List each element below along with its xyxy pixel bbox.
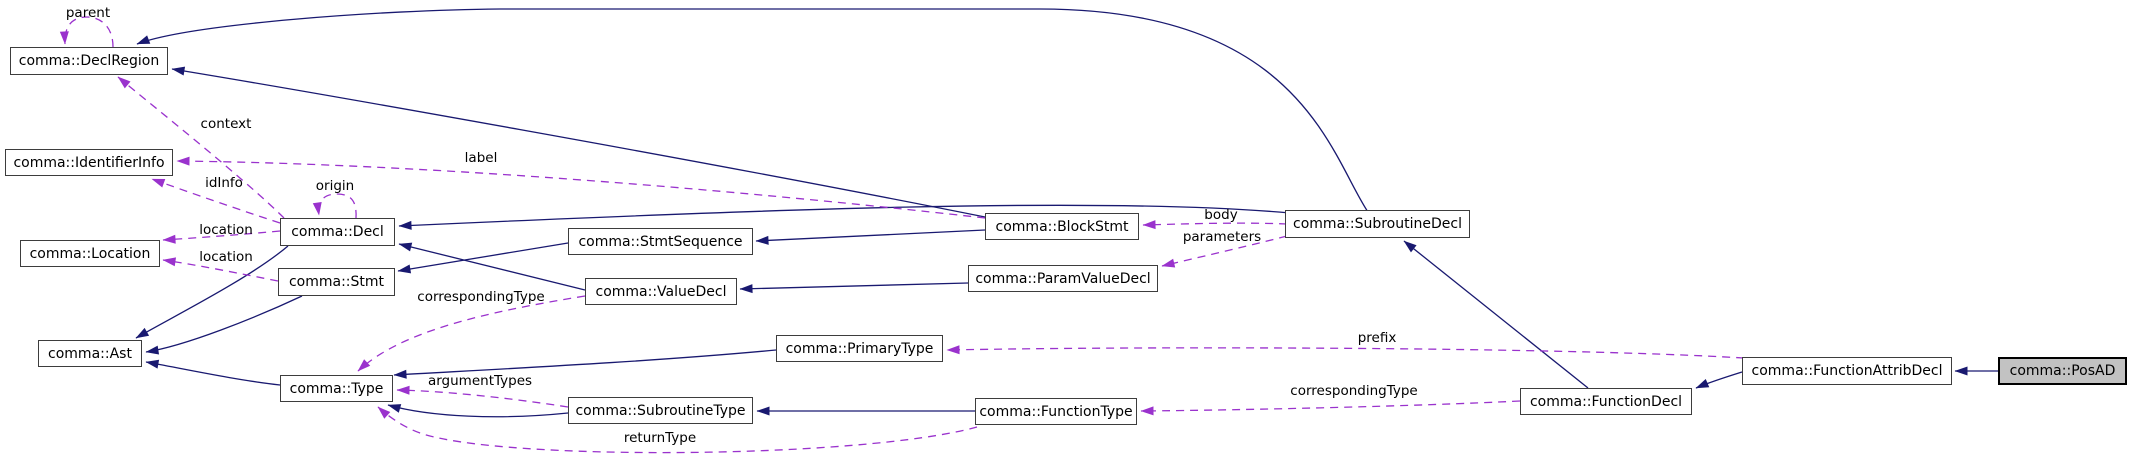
edge-label-idInfo: idInfo [205,175,243,191]
node-label: comma::Stmt [288,274,385,290]
edge-functiontype-type [377,406,978,454]
node-functiondecl[interactable]: comma::FunctionDecl [1520,388,1692,415]
edge-valuedecl-type [357,295,586,372]
edge-valuedecl-decl [398,242,586,291]
edge-decl-ast [135,245,289,339]
edge-subroutinedecl-declregion [136,8,1369,213]
edge-decl-declregion [117,76,285,219]
node-label: comma::Ast [48,345,132,362]
edge-functionattribdecl-functiondecl [1695,371,1743,389]
edge-label-correspondingType: correspondingType [1290,383,1418,399]
edge-subroutinedecl-blockstmt [1142,220,1288,230]
edge-label-parameters: parameters [1182,229,1262,245]
node-label: comma::ValueDecl [595,283,727,300]
node-label: comma::IdentifierInfo [13,154,165,171]
edge-label-label: label [464,150,498,166]
edge-blockstmt-stmtsequence [755,229,986,245]
edges-layer [59,8,1998,454]
node-subroutinedecl[interactable]: comma::SubroutineDecl [1285,210,1470,238]
node-paramvaluedecl[interactable]: comma::ParamValueDecl [968,265,1158,292]
edge-blockstmt-identifierinfo [176,156,986,219]
node-label: comma::StmtSequence [578,233,743,250]
edge-label-body: body [1204,207,1238,223]
node-label: comma::DeclRegion [18,53,160,69]
edge-type-ast [145,359,281,386]
node-primarytype[interactable]: comma::PrimaryType [776,335,943,362]
node-functiontype[interactable]: comma::FunctionType [975,398,1137,425]
edge-label-correspondingType: correspondingType [417,289,545,305]
edge-label-argumentTypes: argumentTypes [427,373,533,389]
edge-decl-location [162,230,281,244]
edge-paramvaluedecl-valuedecl [739,282,969,294]
edge-functiondecl-functiontype [1140,400,1521,416]
node-decl[interactable]: comma::Decl [280,218,395,246]
node-label: comma::Type [289,380,384,397]
node-label: comma::SubroutineType [575,402,746,419]
edge-stmt-ast [145,295,303,355]
node-identifierinfo[interactable]: comma::IdentifierInfo [5,149,173,176]
node-type[interactable]: comma::Type [280,375,393,402]
edge-label-prefix: prefix [1357,330,1397,346]
node-label: comma::FunctionType [979,403,1133,420]
node-label: comma::ParamValueDecl [975,270,1151,287]
edge-subroutinedecl-decl [398,204,1291,230]
edge-label-location: location [199,249,253,265]
node-label: comma::FunctionDecl [1529,393,1683,410]
node-label: comma::SubroutineDecl [1293,216,1462,232]
node-label: comma::Location [29,245,151,262]
edge-label-parent: parent [65,5,111,21]
edge-functionattribdecl-primarytype [946,345,1745,359]
node-label: comma::Decl [291,224,384,240]
node-label: comma::FunctionAttribDecl [1751,363,1943,379]
node-stmt[interactable]: comma::Stmt [278,268,395,296]
node-location[interactable]: comma::Location [20,240,160,267]
edge-primarytype-type [393,349,777,379]
node-functionattribdecl[interactable]: comma::FunctionAttribDecl [1742,357,1952,385]
node-stmtsequence[interactable]: comma::StmtSequence [568,228,753,255]
node-valuedecl[interactable]: comma::ValueDecl [585,278,737,305]
edge-label-returnType: returnType [623,430,697,446]
edge-subroutinetype-type [387,404,569,418]
node-ast[interactable]: comma::Ast [38,340,142,367]
node-label: comma::PosAD [2009,363,2116,379]
node-subroutinetype[interactable]: comma::SubroutineType [568,397,753,424]
node-declregion[interactable]: comma::DeclRegion [10,47,168,75]
edge-label-origin: origin [315,178,355,194]
node-label: comma::BlockStmt [995,218,1129,235]
edge-decl-decl [312,193,357,219]
node-label: comma::PrimaryType [785,340,934,357]
edge-stmt-location [162,257,279,282]
node-posad: comma::PosAD [1998,357,2127,385]
edge-subroutinedecl-paramvaluedecl [1161,235,1288,268]
edge-label-context: context [200,116,252,132]
edge-blockstmt-declregion [171,66,986,218]
edge-declregion-declregion [59,16,114,48]
edge-subroutinetype-type [396,385,569,408]
edge-label-location: location [199,222,253,238]
edge-stmtsequence-stmt [397,242,569,274]
edge-functiondecl-subroutinedecl [1403,240,1589,389]
node-blockstmt[interactable]: comma::BlockStmt [985,213,1139,240]
